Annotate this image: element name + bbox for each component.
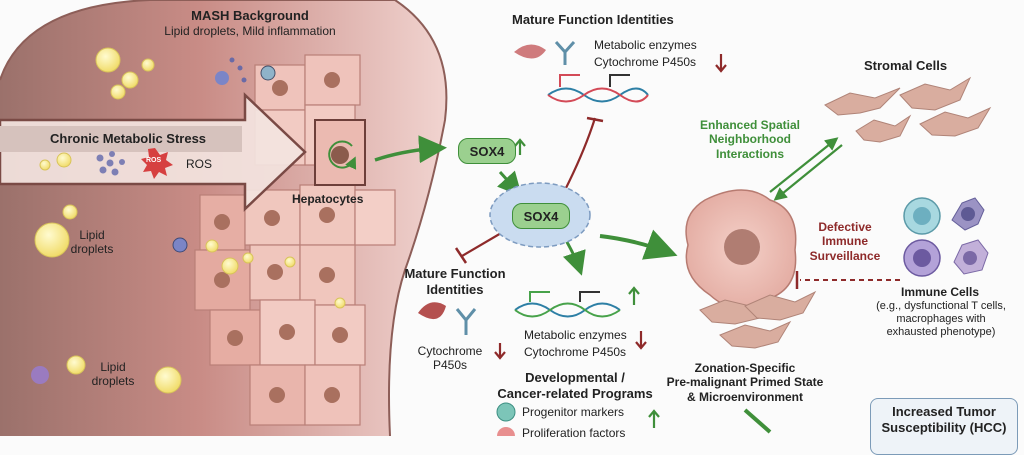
inhibit-top-genes xyxy=(564,117,597,191)
mature-top-title: Mature Function Identities xyxy=(512,12,674,27)
zonation-line2: Pre-malignant Primed State xyxy=(666,375,824,390)
hcc-line1: Increased Tumor xyxy=(892,404,996,419)
defective-line1: Defective xyxy=(818,220,872,234)
arrow-to-stromal xyxy=(769,137,839,193)
hcc-box: Increased Tumor Susceptibility (HCC) xyxy=(870,398,1018,455)
proliferation-factor-icon xyxy=(497,427,515,436)
stress-title-band xyxy=(0,126,242,152)
progenitor-marker-icon xyxy=(496,402,516,422)
immune-title: Immune Cells xyxy=(900,285,980,299)
sox4-pill: SOX4 xyxy=(458,138,516,164)
ros-label: ROS xyxy=(186,157,213,171)
ros-burst-icon xyxy=(141,148,173,179)
hcc-line2: Susceptibility (HCC) xyxy=(881,420,1007,436)
mash-subtitle: Lipid droplets, Mild inflammation xyxy=(164,24,336,38)
lipid-label-1-line2: droplets xyxy=(70,242,114,257)
sox4-nucleus-pill: SOX4 xyxy=(512,203,570,229)
developmental-title-line1: Developmental / xyxy=(525,370,625,385)
defective-line3: Surveillance xyxy=(809,248,881,263)
lipid-label-2-line1: Lipid xyxy=(100,360,126,374)
zonation-line1: Zonation-Specific xyxy=(694,361,796,375)
liver-immune-cells xyxy=(31,57,276,384)
defective-line2: Immune xyxy=(821,234,868,249)
diagram-canvas xyxy=(0,0,992,436)
antibody-icon-left xyxy=(455,308,477,335)
enhanced-line1: Enhanced Spatial xyxy=(699,118,801,132)
highlight-nucleus xyxy=(331,146,349,164)
immune-cells xyxy=(903,197,989,277)
immune-desc-line3: exhausted phenotype) xyxy=(886,326,996,339)
enhanced-line2: Neighborhood xyxy=(709,132,791,147)
lipid-label-1-line1: Lipid xyxy=(79,228,105,242)
mature-left-title-line1: Mature Function xyxy=(404,266,506,281)
enhanced-line3: Interactions xyxy=(715,146,784,161)
primed-cell-nucleus xyxy=(724,229,760,265)
stromal-cells xyxy=(699,76,992,349)
antibody-icon-top xyxy=(554,40,576,65)
mature-left-cyp-line2: P450s xyxy=(432,358,468,373)
stress-title: Chronic Metabolic Stress xyxy=(50,131,207,146)
dna-helix-top xyxy=(547,74,649,103)
mature-left-cyp: Cytochrome P450s xyxy=(410,344,490,373)
enhanced-label: Enhanced Spatial Neighborhood Interactio… xyxy=(690,118,810,161)
center-genes-line1: Metabolic enzymes xyxy=(524,328,627,342)
defective-label: Defective Immune Surveillance xyxy=(800,220,890,263)
hepatocytes-label: Hepatocytes xyxy=(292,192,364,206)
lipid-droplets xyxy=(34,47,346,394)
immune-desc: (e.g., dysfunctional T cells, macrophage… xyxy=(858,300,1024,340)
immune-desc-line1: (e.g., dysfunctional T cells, xyxy=(876,300,1006,312)
arrow-from-stromal xyxy=(773,144,843,201)
zonation-label: Zonation-Specific Pre-malignant Primed S… xyxy=(650,361,840,404)
stromal-label: Stromal Cells xyxy=(864,58,948,73)
arrow-to-primed-cell xyxy=(599,229,678,260)
mature-left-title: Mature Function Identities xyxy=(395,266,515,297)
center-genes-line2: Cytochrome P450s xyxy=(524,345,627,359)
expression-arrows xyxy=(494,54,727,428)
lipid-label-2-line2: droplets xyxy=(91,374,135,389)
lipid-label-2: Lipid droplets xyxy=(83,360,143,389)
enzyme-icon-left xyxy=(418,302,446,320)
developmental-title: Developmental / Cancer-related Programs xyxy=(480,370,670,401)
cycle-arrow-icon xyxy=(328,140,357,170)
mature-top-line2: Cytochrome P450s xyxy=(594,55,697,69)
ros-badge-text: ROS xyxy=(146,157,162,164)
arrow-to-sox4 xyxy=(374,135,447,164)
mash-title: MASH Background xyxy=(191,8,309,23)
lipid-label-1: Lipid droplets xyxy=(62,228,122,257)
developmental-item1: Progenitor markers xyxy=(522,405,625,419)
liver-lobe-edge xyxy=(0,0,448,436)
dna-helix-center xyxy=(514,291,621,318)
zonation-line3: & Microenvironment xyxy=(686,389,803,404)
mature-top-line1: Metabolic enzymes xyxy=(594,38,697,52)
ros-dots xyxy=(96,151,125,176)
immune-desc-line2: macrophages with xyxy=(896,313,986,326)
mature-left-cyp-line1: Cytochrome xyxy=(417,344,483,358)
developmental-title-line2: Cancer-related Programs xyxy=(497,385,653,401)
mature-left-title-line2: Identities xyxy=(426,281,484,297)
arrow-to-hcc xyxy=(743,408,772,434)
enzyme-icon-top xyxy=(514,44,546,59)
developmental-item2: Proliferation factors xyxy=(522,426,626,440)
